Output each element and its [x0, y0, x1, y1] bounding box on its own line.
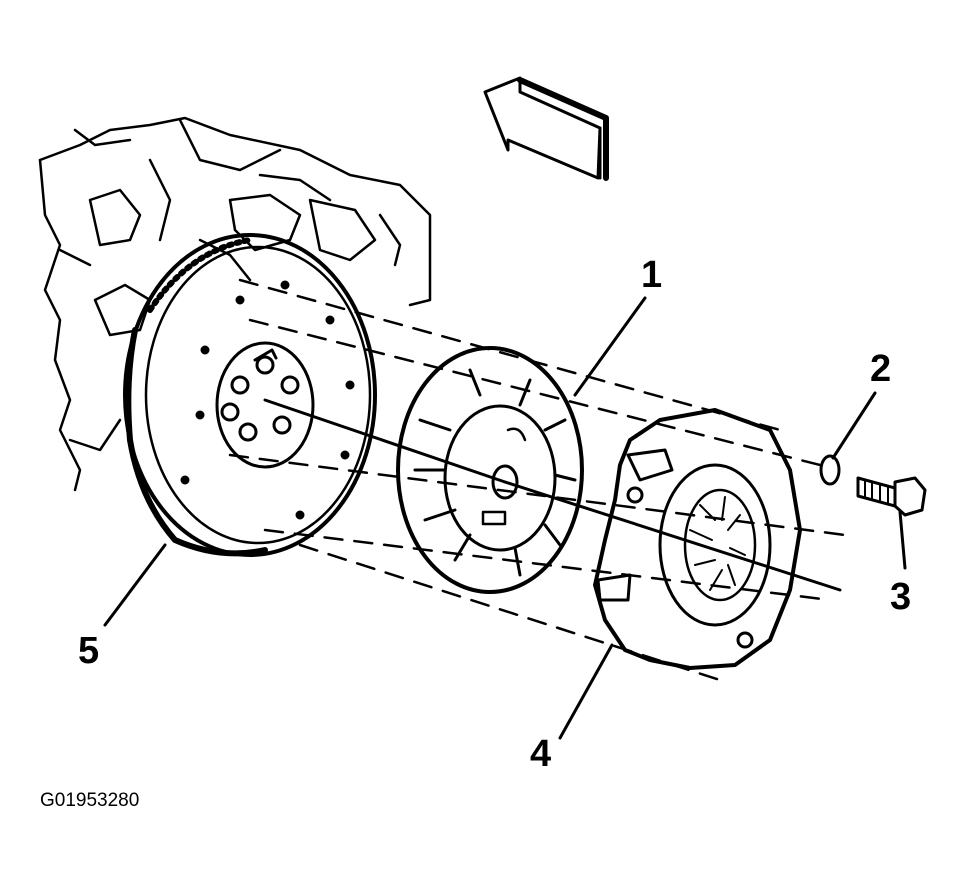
alignment-lines	[228, 278, 847, 682]
leader-4	[558, 643, 614, 740]
direction-arrow-icon	[483, 76, 609, 181]
callout-4: 4	[530, 733, 552, 775]
callout-3: 3	[890, 576, 912, 618]
leader-1	[573, 296, 647, 397]
leader-lines	[103, 296, 907, 740]
center-axis	[263, 398, 842, 592]
callout-2: 2	[870, 348, 892, 390]
figure-id: G01953280	[40, 790, 140, 811]
callout-1: 1	[641, 254, 663, 296]
leader-5	[103, 543, 167, 627]
callout-5: 5	[78, 630, 100, 672]
washer	[819, 454, 841, 486]
bolt	[856, 476, 927, 517]
engine-block	[38, 116, 432, 492]
leader-3	[898, 510, 907, 570]
leader-2	[831, 391, 877, 460]
flywheel	[123, 233, 377, 557]
clutch-disc	[396, 346, 584, 594]
pressure-plate	[593, 408, 802, 670]
